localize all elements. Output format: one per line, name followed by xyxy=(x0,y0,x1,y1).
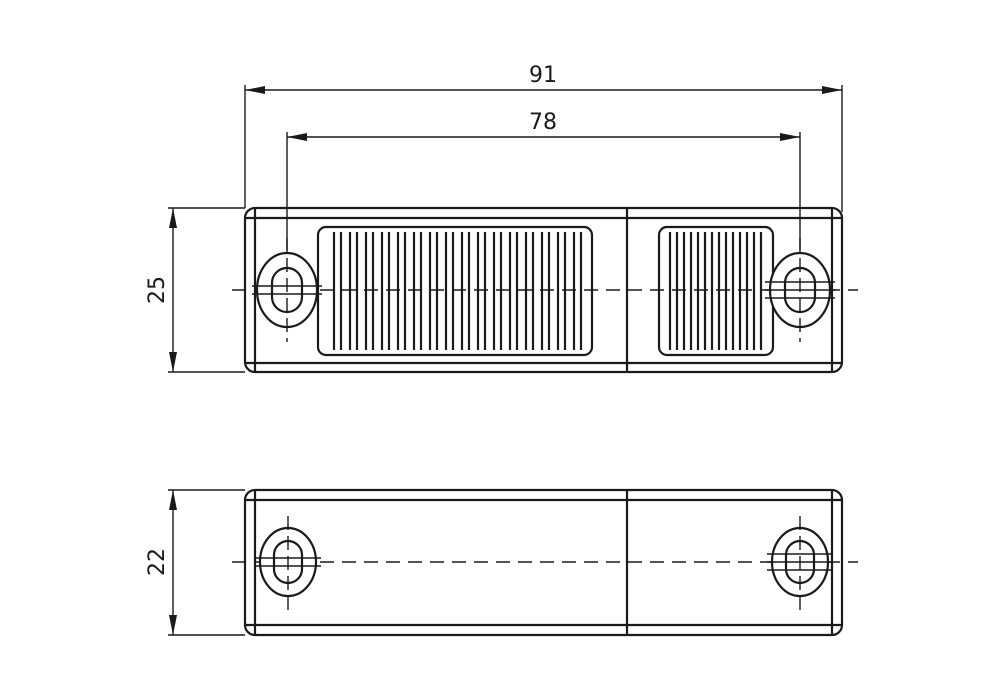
mounting-hole-side-right xyxy=(767,516,833,610)
top-view xyxy=(232,206,858,374)
dimension-22: 22 xyxy=(145,489,245,636)
side-view xyxy=(232,488,858,637)
dimension-25: 25 xyxy=(145,207,245,373)
mounting-hole-side-left xyxy=(255,516,321,610)
dimension-91: 91 xyxy=(244,63,843,212)
dimension-label-25: 25 xyxy=(145,276,170,304)
dimension-78: 78 xyxy=(286,110,801,250)
grip-pad-left xyxy=(316,225,594,357)
mounting-hole-right xyxy=(765,238,835,342)
dimension-label-91: 91 xyxy=(529,63,557,88)
dimension-label-78: 78 xyxy=(529,110,557,135)
dimension-label-22: 22 xyxy=(145,548,170,576)
mounting-hole-left xyxy=(252,238,322,342)
